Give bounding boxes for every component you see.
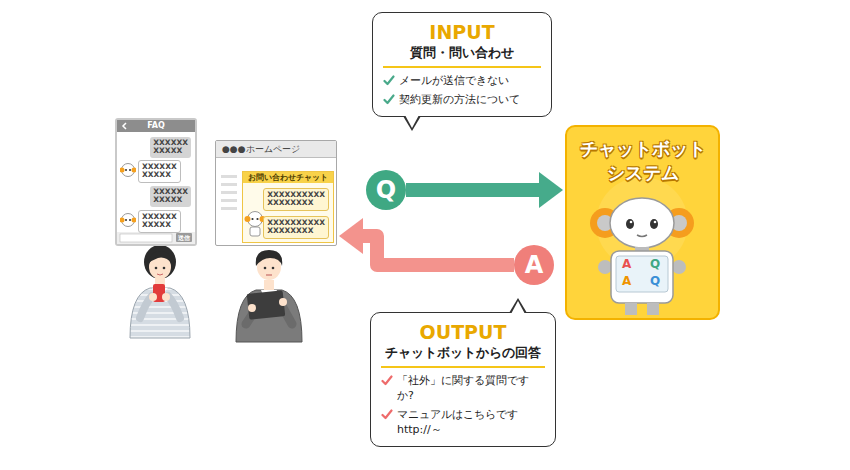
badge-letter: A xyxy=(525,253,544,277)
bubble-text: XXXXXX XXXXX xyxy=(153,139,188,156)
check-mark xyxy=(383,75,395,86)
chat-bubble: XXXXXXXXXX XXXXXXXX xyxy=(263,188,329,211)
check-item: マニュアルはこちらです http://～ xyxy=(397,407,545,437)
a-badge: A xyxy=(514,245,554,285)
browser-window: ●●●ホームページお問い合わせチャット XXXXXXXXXX XXXXXXXX XX… xyxy=(215,140,337,246)
bubble-text: XXXXXX XXXXX xyxy=(142,213,177,230)
bot-icon xyxy=(120,212,136,228)
callout-heading: OUTPUT xyxy=(381,320,545,344)
bubble-text: XXXXXXXXXX XXXXXXXX xyxy=(267,191,325,208)
system-title: チャットボット システム xyxy=(573,137,713,185)
chat-bubble: XXXXXX XXXXX xyxy=(138,210,181,233)
arrow-head xyxy=(539,172,563,208)
arrow-connector xyxy=(339,218,514,265)
check-mark xyxy=(381,409,393,420)
arrow-shaft xyxy=(361,236,514,265)
back-chevron xyxy=(120,121,130,131)
arrow-shaft xyxy=(406,183,541,197)
woman-figure xyxy=(130,245,190,338)
check-item: 「社外」に関する質問ですか? xyxy=(397,373,545,403)
chatbot-card: チャットボット システム A Q A Q xyxy=(565,125,720,320)
man-figure xyxy=(236,250,302,342)
chest-letter: Q xyxy=(650,275,660,288)
check-row: マニュアルはこちらです http://～ xyxy=(381,407,545,437)
check-row: 「社外」に関する質問ですか? xyxy=(381,373,545,403)
page-title: ●●●ホームページ xyxy=(216,141,336,158)
check-row: 契約更新の方法について xyxy=(383,92,541,107)
callout-subheading: チャットボットからの回答 xyxy=(381,344,545,368)
check-row: メールが送信できない xyxy=(383,73,541,88)
chat-panel: お問い合わせチャット XXXXXXXXXX XXXXXXXX XXXXXXXXXX … xyxy=(242,171,334,243)
bubble-text: XXXXXXXXXX XXXXXXXX xyxy=(267,219,325,236)
arrow-head xyxy=(339,218,363,254)
check-mark xyxy=(381,375,393,386)
callout-subheading: 質問・問い合わせ xyxy=(383,44,541,68)
q-badge: Q xyxy=(366,170,406,210)
screen-title: FAQ xyxy=(117,120,195,132)
chest-letter: A xyxy=(622,275,631,288)
output-callout: OUTPUTチャットボットからの回答「社外」に関する質問ですか? マニュアルはこち… xyxy=(370,312,556,447)
chat-bubble: XXXXXXXXXX XXXXXXXX xyxy=(263,216,329,239)
check-item: 契約更新の方法について xyxy=(399,92,541,107)
chat-bubble: XXXXXX XXXXX xyxy=(150,186,191,207)
chest-letter: Q xyxy=(650,258,660,271)
input-callout: INPUT質問・問い合わせメールが送信できない契約更新の方法について xyxy=(372,12,552,117)
callout-heading: INPUT xyxy=(383,20,541,44)
chest-letter: A xyxy=(622,258,631,271)
check-item: メールが送信できない xyxy=(399,73,541,88)
send-button: 送信 xyxy=(176,233,192,242)
sidebar-lines xyxy=(218,173,240,233)
check-mark xyxy=(383,94,395,105)
phone-screen: FAQ XXXXXX XXXXX XXXXXX XXXXX XXXXXX XXXXX X… xyxy=(115,118,197,246)
bubble-text: XXXXXX XXXXX xyxy=(142,163,177,180)
chat-bubble: XXXXXX XXXXX xyxy=(150,137,191,158)
panel-title: お問い合わせチャット xyxy=(243,172,333,183)
chat-bubble: XXXXXX XXXXX xyxy=(138,160,181,183)
bot-icon xyxy=(120,162,136,178)
bubble-text: XXXXXX XXXXX xyxy=(153,188,188,205)
badge-letter: Q xyxy=(376,178,396,202)
arrow-connector xyxy=(406,172,563,208)
